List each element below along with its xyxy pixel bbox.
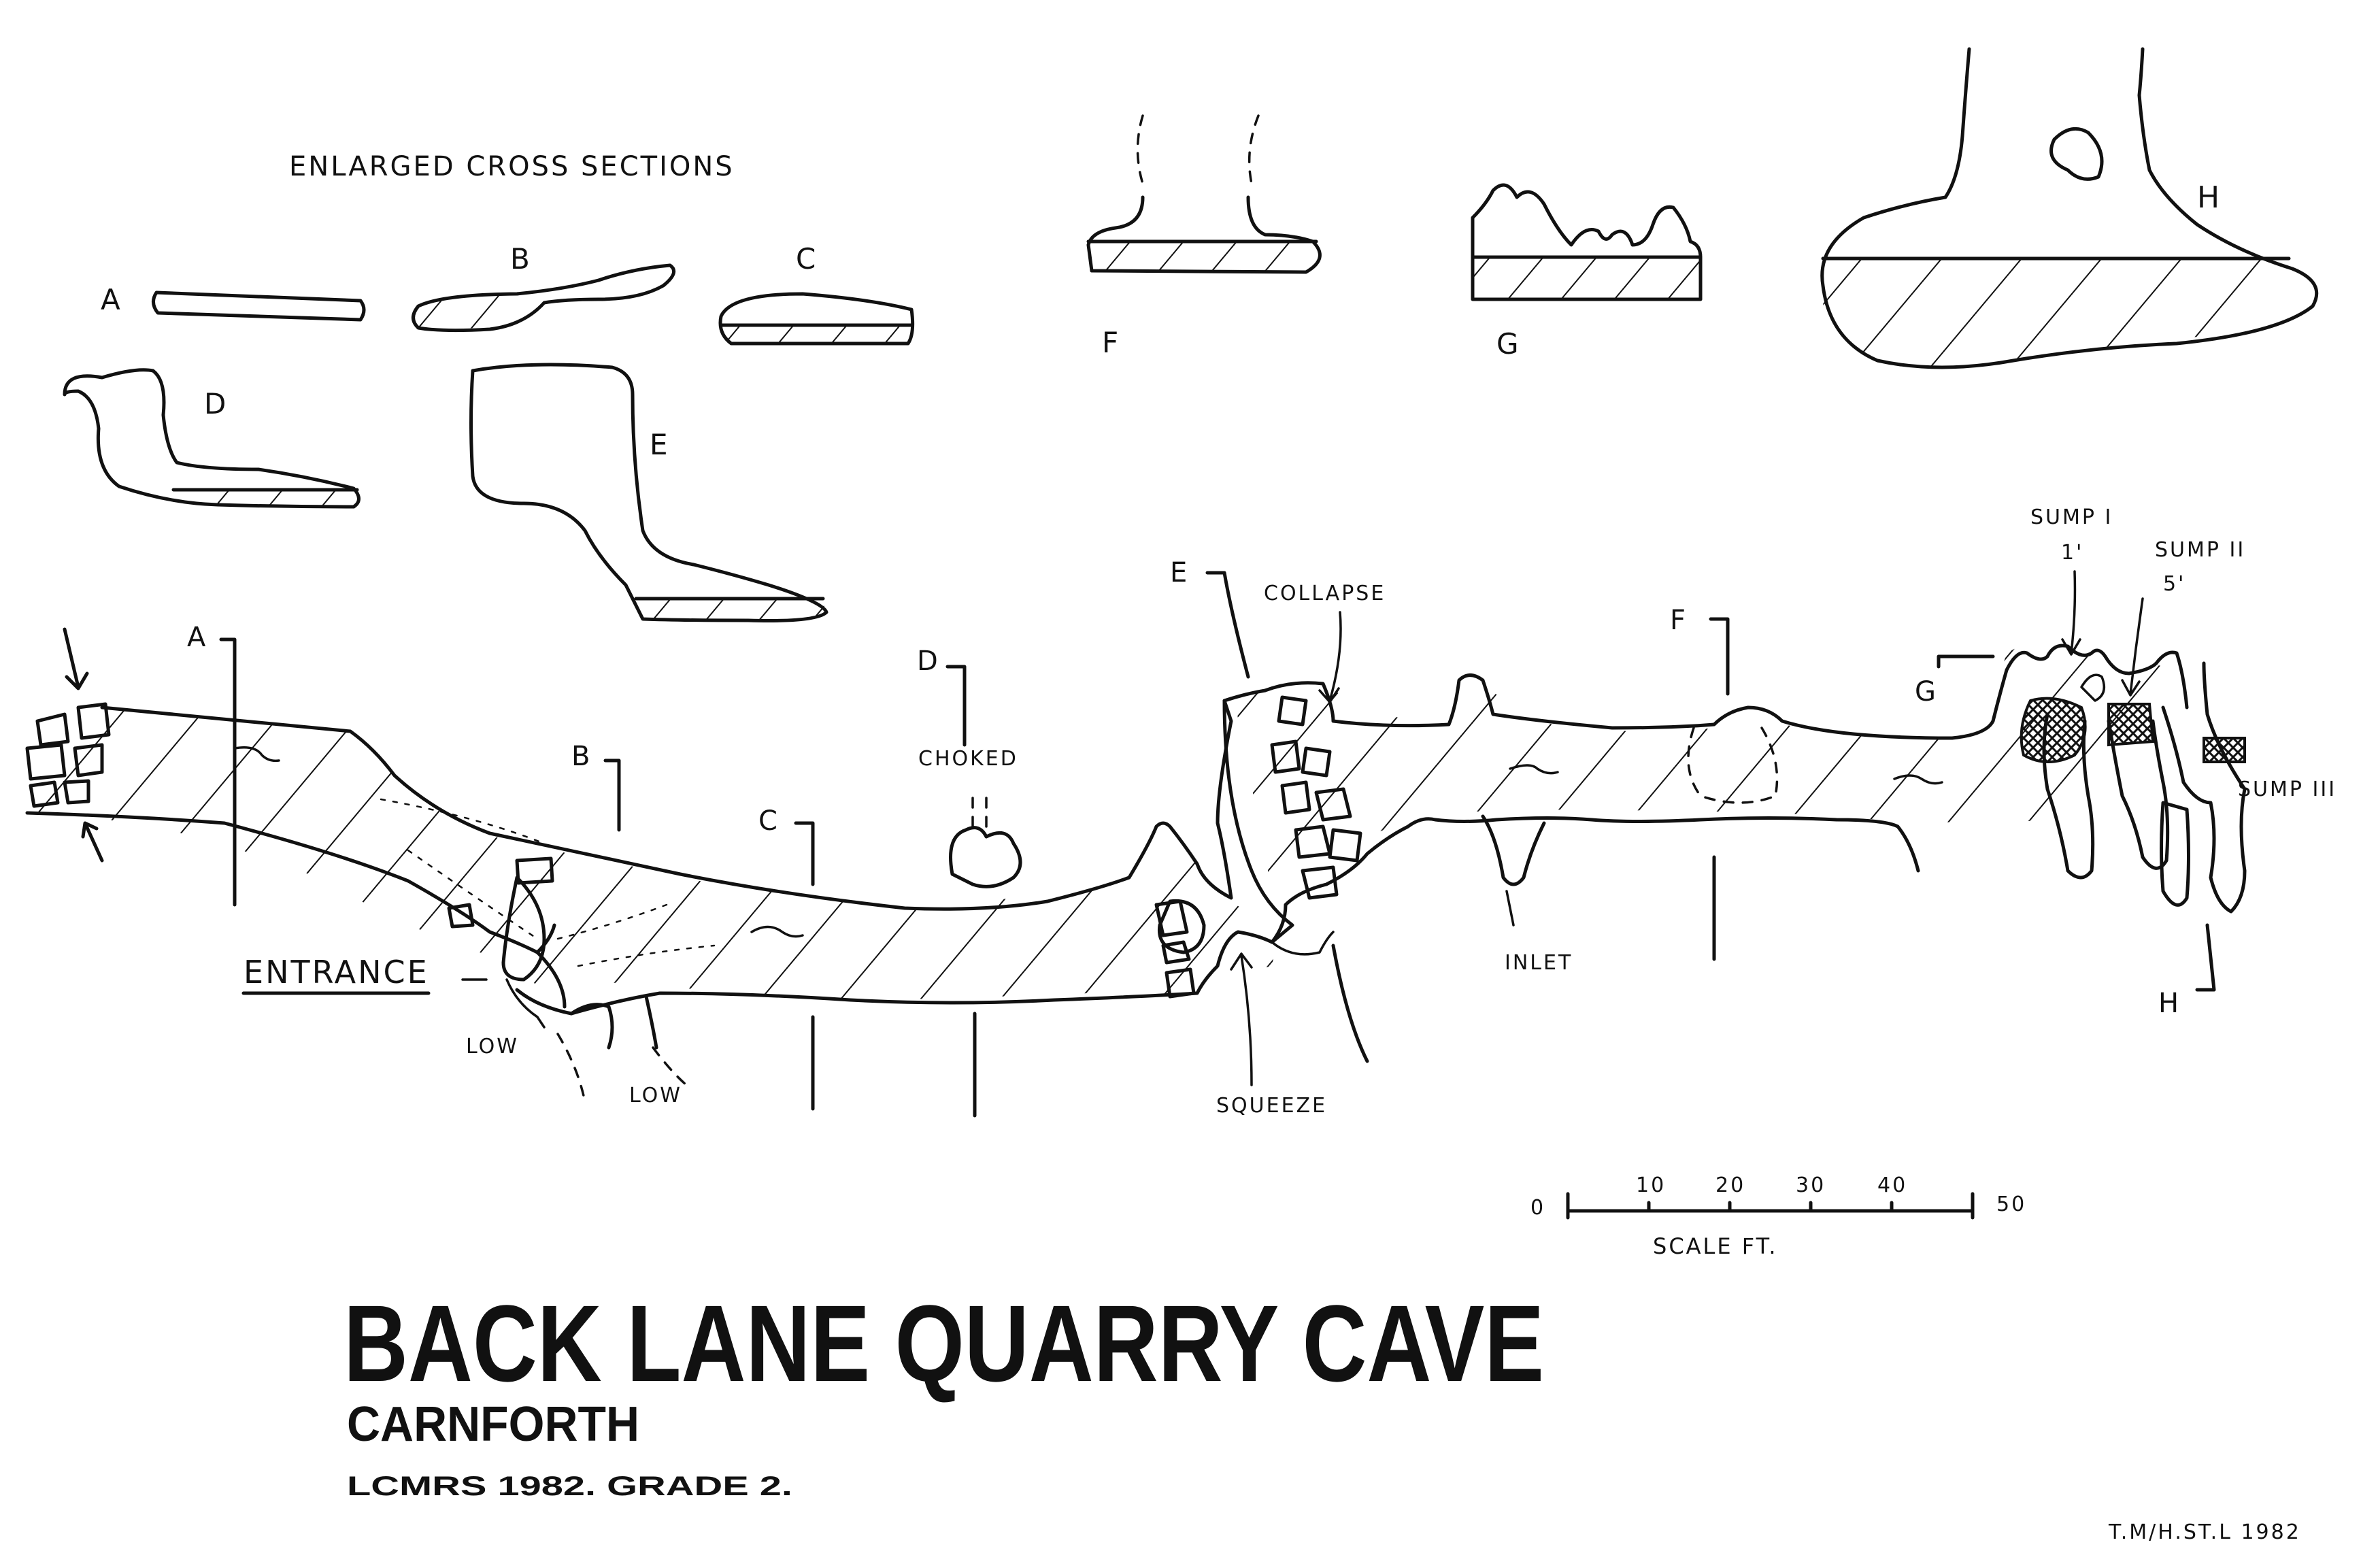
cross-section-a: A xyxy=(101,283,366,322)
scale-tick-50: 50 xyxy=(1996,1192,2026,1216)
sump-1-depth-label: 1' xyxy=(2061,541,2083,565)
cave-plan xyxy=(25,627,2247,1103)
main-passage-wall-south xyxy=(25,811,1920,1016)
main-passage-fill xyxy=(27,643,2187,1003)
scale-tick-30: 30 xyxy=(1796,1173,1826,1197)
map-title: BACK LANE QUARRY CAVE xyxy=(344,1282,1544,1404)
cross-section-label-g: G xyxy=(1496,327,1521,361)
section-marker-label-a: A xyxy=(187,622,207,653)
sump-2-water xyxy=(2107,703,2155,747)
cross-section-f: F xyxy=(1086,114,1322,359)
sump-3-water xyxy=(2203,737,2246,763)
sump-1-label: SUMP I xyxy=(2030,505,2113,529)
cross-section-label-e: E xyxy=(650,428,670,461)
choked-label: CHOKED xyxy=(918,747,1018,771)
cross-section-label-b: B xyxy=(510,242,532,276)
low-label-2: LOW xyxy=(629,1084,682,1107)
sump-2-label: SUMP II xyxy=(2155,538,2245,562)
scale-tick-0: 0 xyxy=(1530,1196,1545,1220)
entrance-label: ENTRANCE xyxy=(244,954,429,990)
scale-title: SCALE FT. xyxy=(1653,1233,1778,1259)
section-marker-label-d: D xyxy=(917,646,940,677)
scale-bar: 0 10 20 30 40 50 SCALE FT. xyxy=(1530,1173,2026,1259)
cross-section-e: E xyxy=(469,363,828,622)
title-block: BACK LANE QUARRY CAVE CARNFORTH LCMRS 19… xyxy=(344,1282,2301,1544)
sump-3-label: SUMP III xyxy=(2238,778,2337,801)
cross-sections: ENLARGED CROSS SECTIONS A B C D xyxy=(63,47,2319,622)
cross-section-label-d: D xyxy=(204,387,228,420)
cross-section-d: D xyxy=(63,368,361,509)
section-marker-label-b: B xyxy=(571,741,592,772)
cross-section-label-h: H xyxy=(2197,180,2222,215)
sump-2-depth-label: 5' xyxy=(2163,572,2186,596)
inlet-label: INLET xyxy=(1505,951,1573,975)
main-passage-wall-north xyxy=(100,644,2189,911)
cross-section-label-a: A xyxy=(101,283,122,316)
collapse-label: COLLAPSE xyxy=(1264,582,1386,605)
cross-section-b: B xyxy=(412,242,676,333)
section-marker-label-c: C xyxy=(758,805,780,837)
section-marker-label-h: H xyxy=(2158,988,2181,1019)
low-label-1: LOW xyxy=(466,1035,519,1058)
section-marker-label-f: F xyxy=(1670,605,1688,636)
cross-section-c: C xyxy=(718,242,915,346)
scale-tick-10: 10 xyxy=(1636,1173,1666,1197)
section-marker-label-g: G xyxy=(1915,676,1938,707)
cross-sections-heading: ENLARGED CROSS SECTIONS xyxy=(289,151,735,182)
cross-section-label-f: F xyxy=(1102,326,1120,359)
squeeze-label: SQUEEZE xyxy=(1216,1094,1327,1118)
section-markers: A B C D E F G H xyxy=(187,557,2216,1118)
map-subtitle: CARNFORTH xyxy=(347,1397,639,1452)
plan-labels: ENTRANCE LOW LOW CHOKED COLLAPSE SQUEEZE… xyxy=(241,505,2337,1118)
scale-tick-40: 40 xyxy=(1877,1173,1907,1197)
cross-section-label-c: C xyxy=(796,242,818,276)
cross-section-h: H xyxy=(1820,47,2319,369)
section-marker-label-e: E xyxy=(1170,557,1189,588)
sump-1-water xyxy=(2020,697,2087,763)
scale-tick-20: 20 xyxy=(1715,1173,1745,1197)
surveyor-credit: T.M/H.ST.L 1982 xyxy=(2108,1520,2301,1544)
survey-info: LCMRS 1982. GRADE 2. xyxy=(347,1471,792,1501)
boulders xyxy=(25,695,1362,999)
cross-section-g: G xyxy=(1471,183,1703,361)
